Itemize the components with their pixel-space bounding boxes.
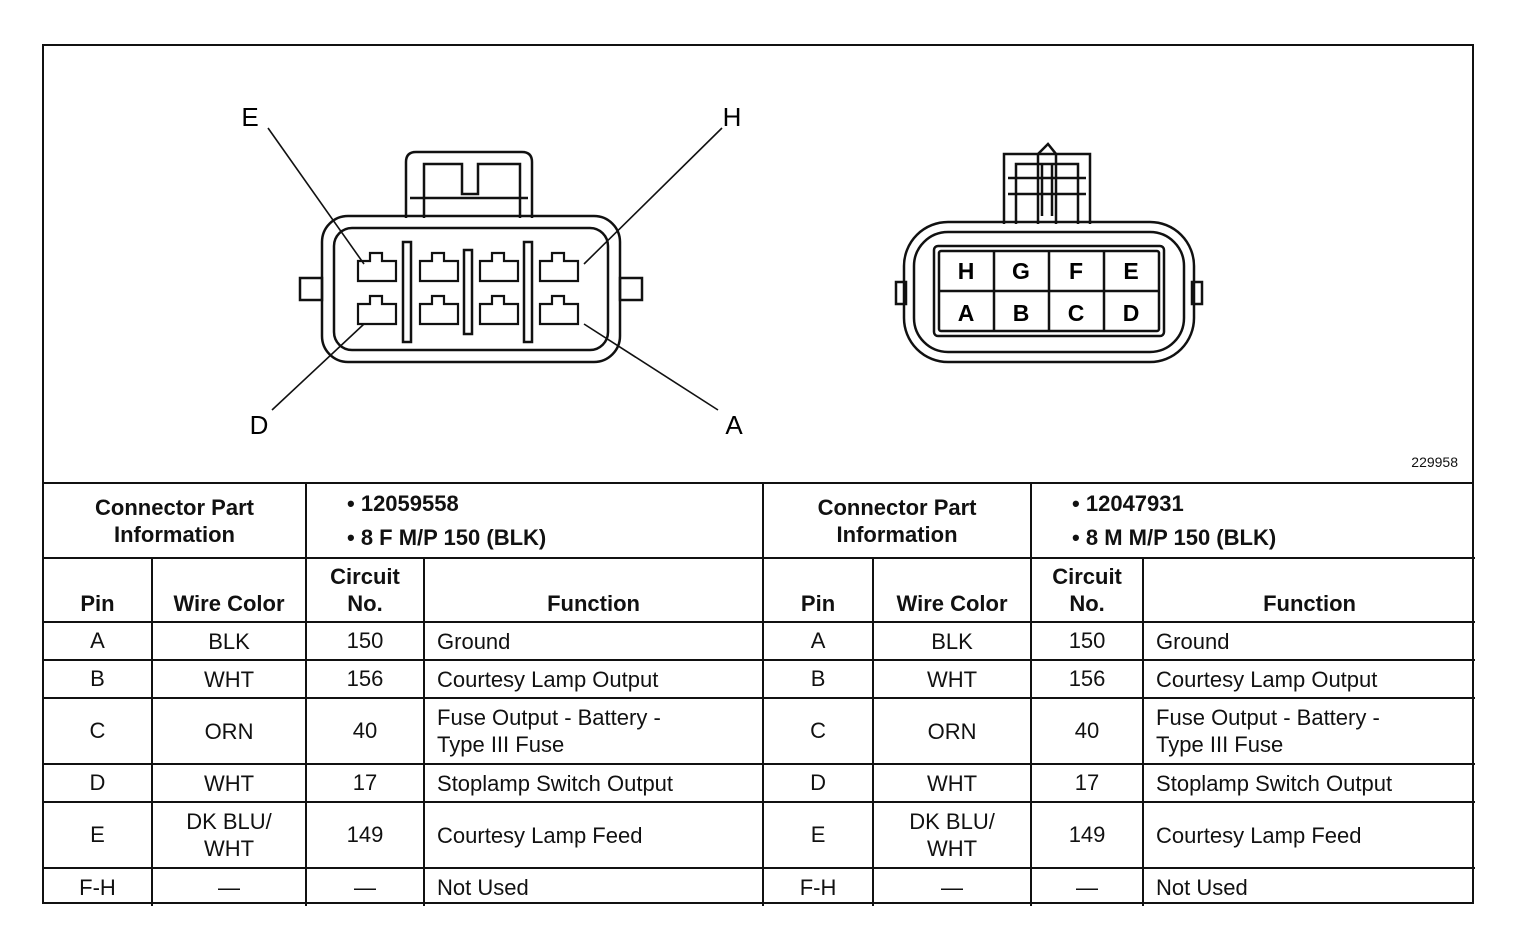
col-header-wire-color: Wire Color — [150, 557, 308, 623]
part-info-header: Connector Part Information — [44, 484, 308, 559]
table-row: A BLK 150 Ground — [44, 621, 763, 661]
connector-illustrations: E H D A H — [241, 102, 1204, 440]
part-info-values: • 12059558 • 8 F M/P 150 (BLK) — [305, 484, 763, 559]
part-info-values: • 12047931 • 8 M M/P 150 (BLK) — [1030, 484, 1476, 559]
table-row: E DK BLU/ WHT 149 Courtesy Lamp Feed — [763, 801, 1476, 869]
callout-a: A — [725, 410, 743, 440]
male-pin-letters: H G F E A B C D — [958, 258, 1140, 326]
col-header-function: Function — [423, 557, 763, 623]
callout-h: H — [723, 102, 742, 132]
col-header-wire-color: Wire Color — [872, 557, 1033, 623]
col-header-function: Function — [1142, 557, 1476, 623]
table-row: C ORN 40 Fuse Output - Battery - Type II… — [44, 697, 763, 765]
pinout-table-male: Connector Part Information • 12047931 • … — [762, 484, 1476, 906]
pinout-tables: Connector Part Information • 12059558 • … — [44, 482, 1476, 906]
male-pin-g: G — [1012, 258, 1030, 284]
table-row: E DK BLU/ WHT 149 Courtesy Lamp Feed — [44, 801, 763, 869]
col-header-pin: Pin — [763, 557, 875, 623]
leader-line-d — [271, 323, 365, 411]
table-row: B WHT 156 Courtesy Lamp Output — [763, 659, 1476, 699]
leader-line-h — [583, 127, 723, 265]
table-row: B WHT 156 Courtesy Lamp Output — [44, 659, 763, 699]
table-row: D WHT 17 Stoplamp Switch Output — [44, 763, 763, 803]
male-pin-h: H — [958, 258, 975, 284]
male-pin-b: B — [1013, 300, 1030, 326]
male-pin-f: F — [1069, 258, 1083, 284]
female-cavities — [356, 251, 580, 326]
male-pin-e: E — [1123, 258, 1138, 284]
leader-line-a — [583, 323, 719, 411]
table-row: A BLK 150 Ground — [763, 621, 1476, 661]
table-row: F-H — — Not Used — [44, 867, 763, 906]
female-connector — [267, 127, 723, 411]
table-row: F-H — — Not Used — [763, 867, 1476, 906]
male-pin-a: A — [958, 300, 975, 326]
male-pin-c: C — [1068, 300, 1085, 326]
pinout-table-female: Connector Part Information • 12059558 • … — [44, 484, 763, 906]
part-info-header: Connector Part Information — [763, 484, 1033, 559]
male-pin-d: D — [1123, 300, 1140, 326]
callout-e: E — [241, 102, 258, 132]
col-header-circuit: Circuit No. — [1030, 557, 1145, 623]
male-connector — [894, 142, 1204, 364]
table-row: C ORN 40 Fuse Output - Battery - Type II… — [763, 697, 1476, 765]
col-header-pin: Pin — [44, 557, 153, 623]
callout-d: D — [250, 410, 269, 440]
connector-diagram-frame: E H D A H — [42, 44, 1476, 906]
col-header-circuit: Circuit No. — [305, 557, 426, 623]
figure-id: 229958 — [1411, 454, 1458, 470]
table-row: D WHT 17 Stoplamp Switch Output — [763, 763, 1476, 803]
leader-line-e — [267, 127, 365, 265]
